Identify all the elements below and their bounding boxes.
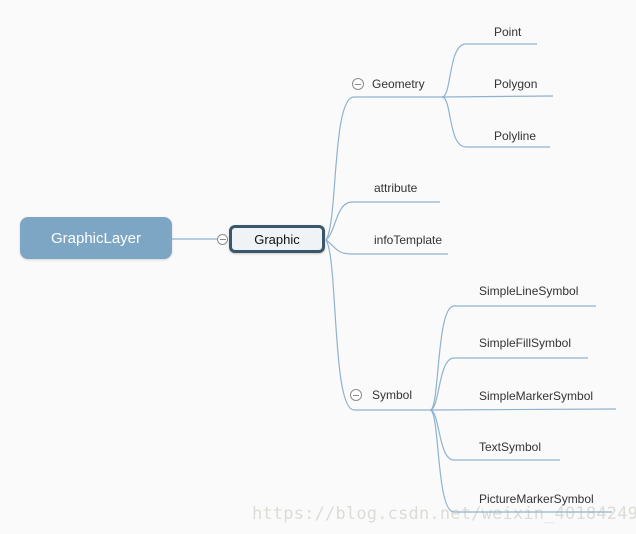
edge-geometry-to-polygon [441, 95, 554, 98]
edge-symbol-to-textsymbol [429, 409, 560, 461]
edge-graphic-to-symbol [325, 239, 430, 411]
edge-graphic-to-geometry [325, 96, 442, 241]
watermark-text: https://blog.csdn.net/weixin_40184249 [252, 504, 636, 524]
collapse-minus-icon-symbol[interactable] [350, 389, 362, 401]
edge-symbol-to-simplefillsymbol [429, 357, 588, 411]
node-symbol[interactable]: Symbol [372, 388, 413, 402]
node-point[interactable]: Point [494, 25, 522, 39]
edge-graphic-to-infotemplate [325, 239, 448, 255]
node-attribute[interactable]: attribute [374, 181, 418, 195]
node-picturemarkersymbol[interactable]: PictureMarkerSymbol [479, 492, 594, 506]
node-simplelinesymbol[interactable]: SimpleLineSymbol [479, 284, 579, 298]
node-infotemplate[interactable]: infoTemplate [374, 233, 443, 247]
edge-graphic-to-attribute [325, 201, 440, 241]
minus-dash [219, 239, 226, 240]
node-simplemarkersymbol[interactable]: SimpleMarkerSymbol [479, 389, 594, 403]
node-textsymbol[interactable]: TextSymbol [479, 440, 542, 454]
minus-dash [355, 83, 361, 85]
node-geometry[interactable]: Geometry [372, 77, 425, 91]
edge-symbol-to-picturemarkersymbol [429, 409, 612, 513]
node-polyline[interactable]: Polyline [494, 129, 537, 143]
minus-dash [353, 394, 359, 396]
collapse-minus-icon-graphic[interactable] [217, 234, 228, 245]
edge-symbol-to-simplelinesymbol [429, 305, 596, 411]
node-polygon[interactable]: Polygon [494, 77, 538, 91]
edge-geometry-to-polyline [441, 96, 550, 148]
node-graphic[interactable]: Graphic [229, 225, 325, 253]
edge-symbol-to-simplemarkersymbol [429, 408, 617, 411]
node-simplefillsymbol[interactable]: SimpleFillSymbol [479, 336, 572, 350]
edge-geometry-to-point [441, 43, 537, 98]
node-graphiclayer[interactable]: GraphicLayer [20, 217, 172, 259]
collapse-minus-icon-geometry[interactable] [352, 78, 364, 90]
